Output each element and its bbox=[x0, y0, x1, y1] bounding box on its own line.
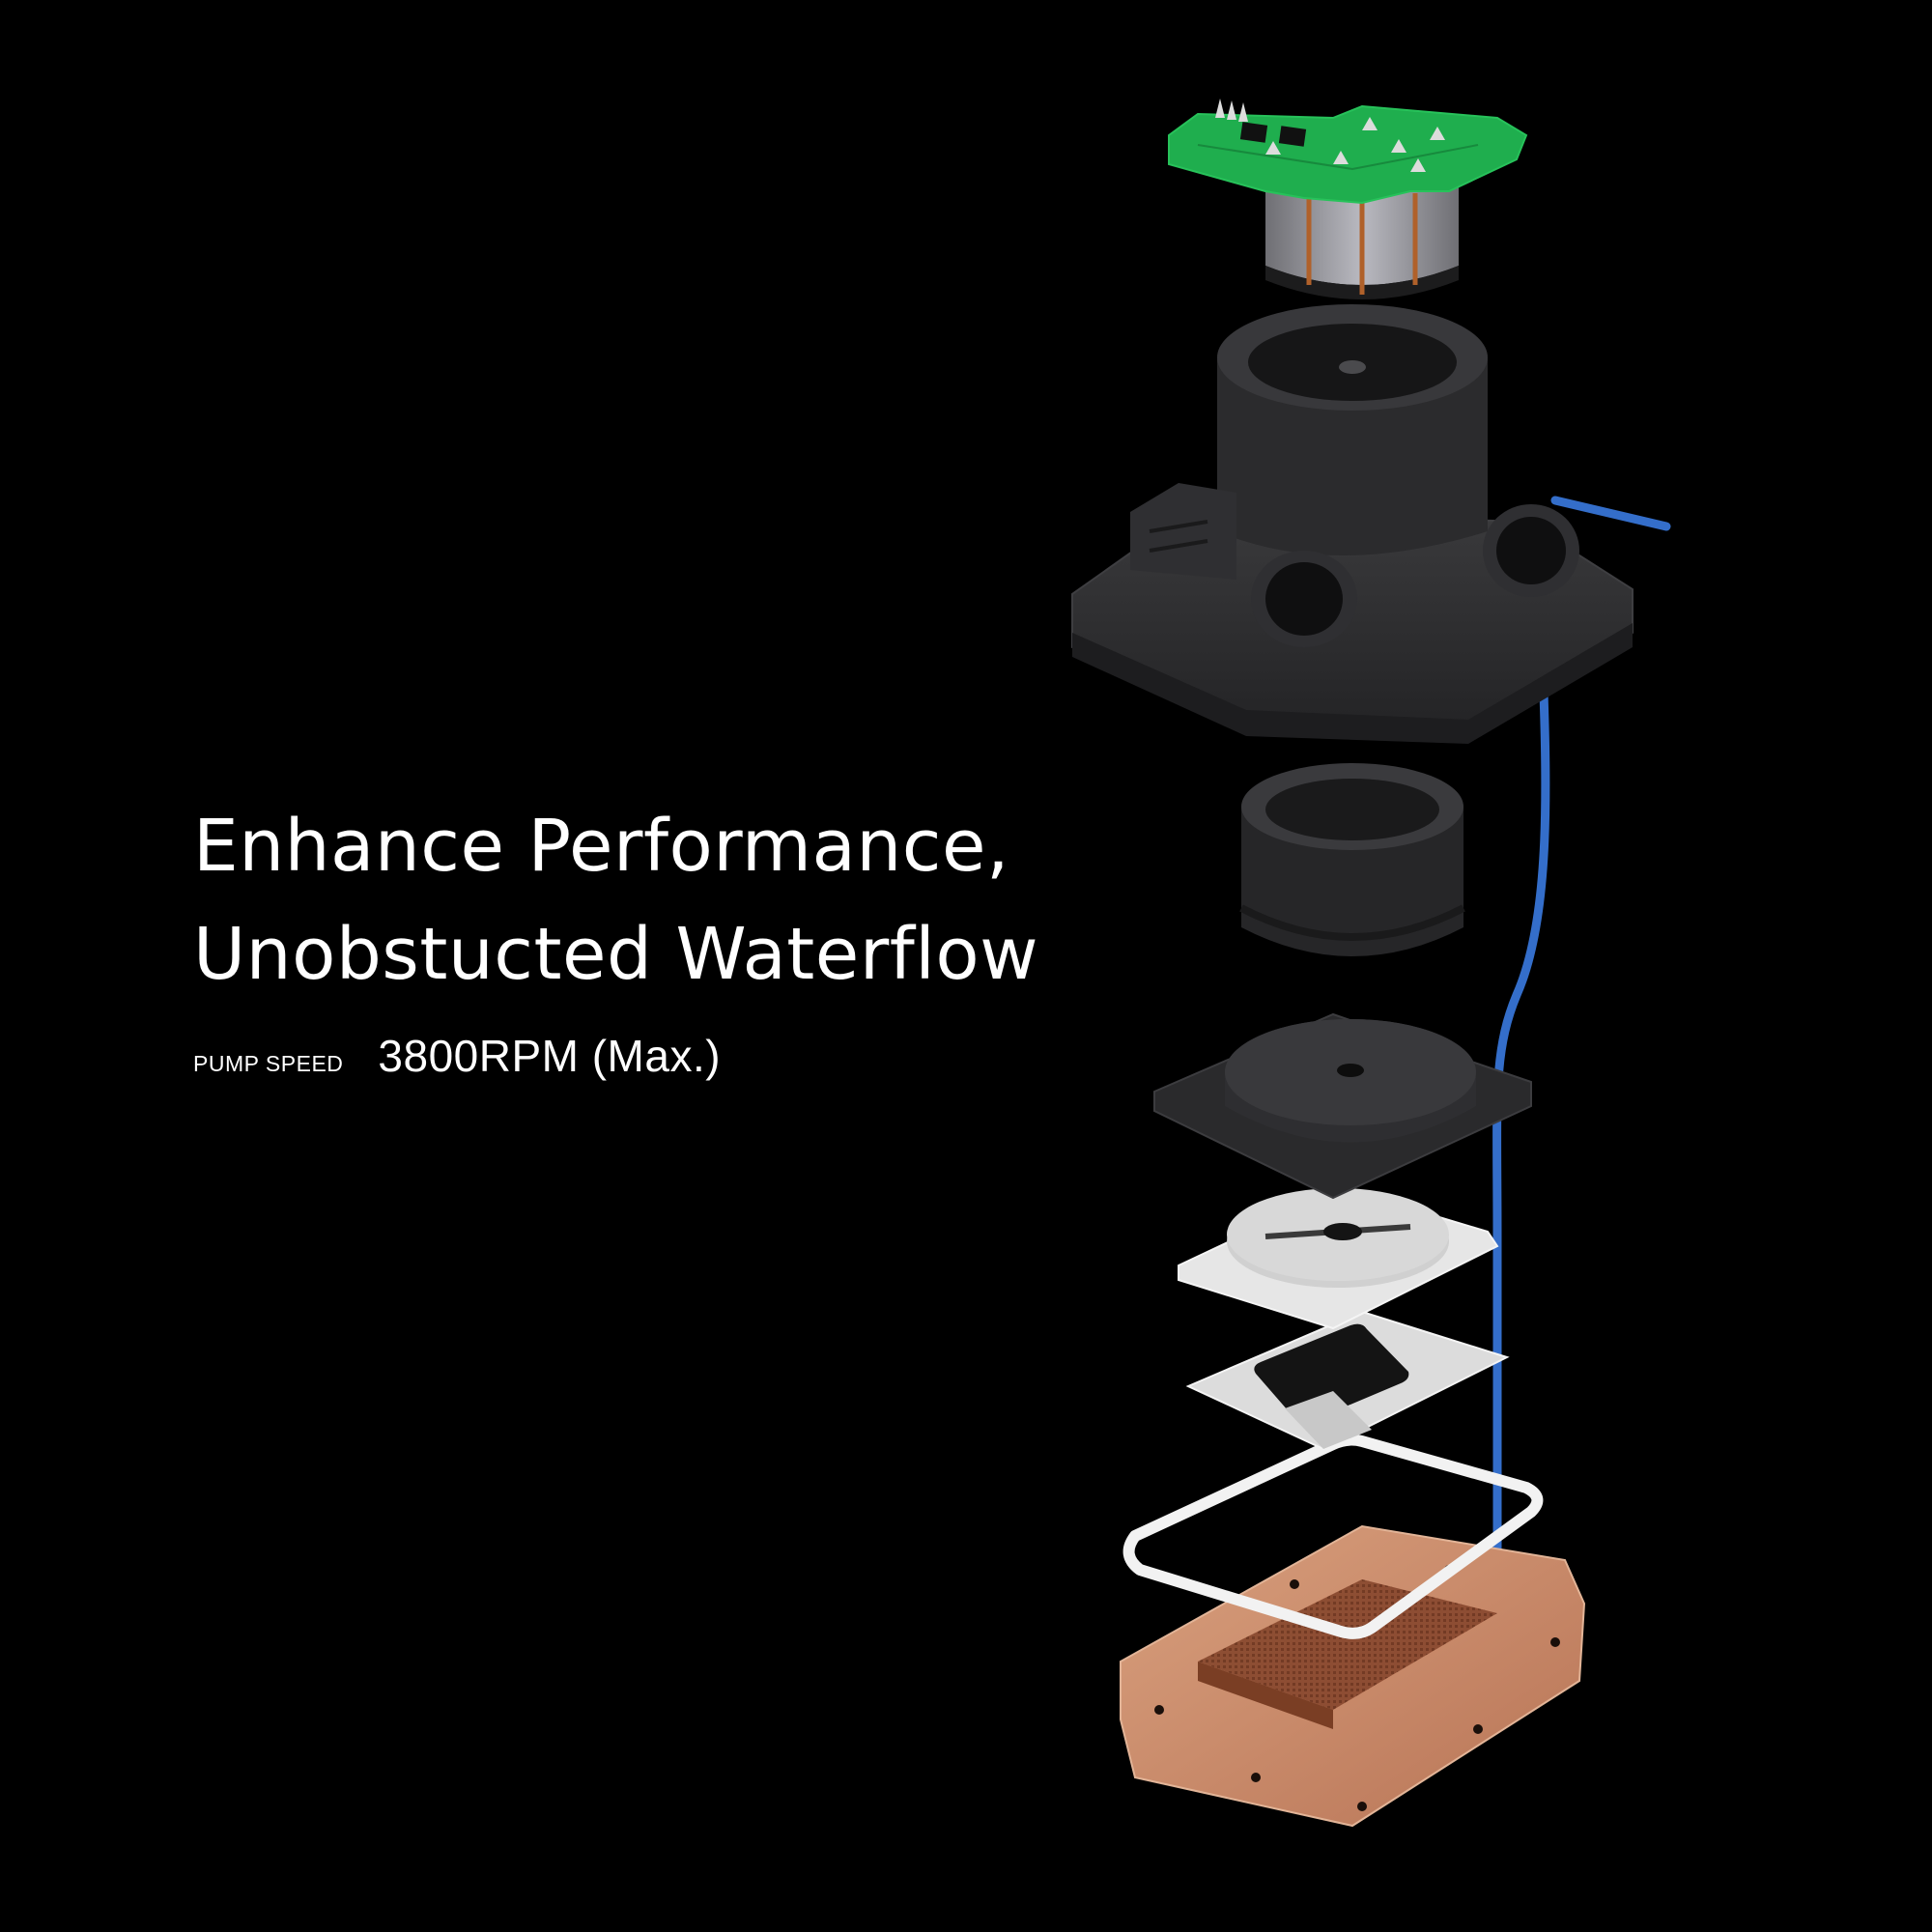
headline: Enhance Performance, Unobstucted Waterfl… bbox=[193, 792, 1038, 1009]
headline-line-2: Unobstucted Waterflow bbox=[193, 913, 1039, 996]
pump-speed-label: PUMP SPEED bbox=[193, 1051, 344, 1076]
gasket-ring bbox=[1122, 1434, 1544, 1639]
headline-line-1: Enhance Performance, bbox=[193, 805, 1009, 888]
port-right bbox=[1483, 504, 1579, 597]
pump-speed-spec: PUMP SPEED 3800RPM (Max.) bbox=[193, 1030, 721, 1082]
rotor-cylinder bbox=[1239, 763, 1465, 956]
exploded-pump-render bbox=[1071, 99, 1671, 1828]
impeller-plate bbox=[1153, 1012, 1532, 1200]
flow-spacer bbox=[1178, 1186, 1499, 1330]
motor-stator bbox=[1265, 184, 1459, 299]
jet-plate bbox=[1185, 1310, 1510, 1451]
control-pcb bbox=[1168, 99, 1528, 205]
copper-cold-plate bbox=[1120, 1524, 1586, 1828]
pump-speed-value: 3800RPM (Max.) bbox=[378, 1031, 722, 1081]
port-left bbox=[1251, 551, 1357, 647]
pump-housing bbox=[1071, 304, 1634, 744]
